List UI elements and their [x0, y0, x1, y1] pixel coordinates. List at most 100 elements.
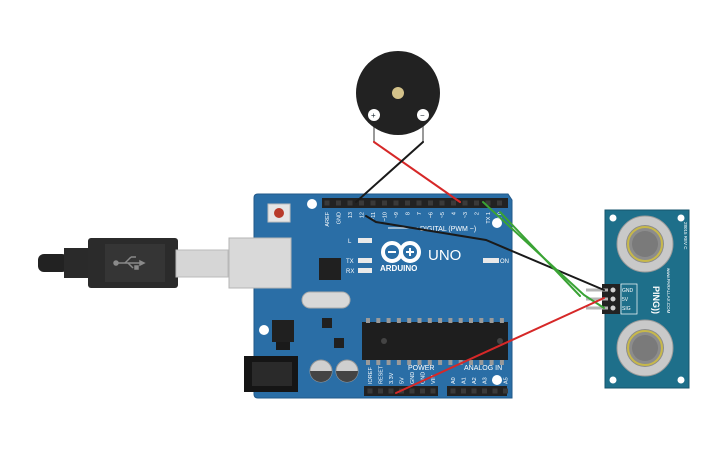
chip-leg — [417, 360, 422, 365]
chip-leg — [438, 318, 443, 323]
analog-header-holes — [450, 388, 508, 394]
wires — [355, 141, 605, 394]
header-pin-hole — [416, 200, 422, 206]
header-pin-hole — [462, 200, 468, 206]
chip-notch — [381, 338, 387, 344]
header-pin-hole — [450, 388, 456, 394]
buzzer-center — [392, 87, 404, 99]
chip-leg — [469, 360, 473, 365]
analog-header-label: ANALOG IN — [464, 365, 502, 372]
buzzer-minus-pad — [417, 109, 429, 121]
sensor-maker: www.PARALLAX.COM — [666, 268, 671, 314]
buzzer-plus-pad — [368, 109, 380, 121]
mounting-hole — [492, 218, 502, 228]
sensor-pins: GND 5V SIG — [586, 287, 634, 312]
wire-5v-red — [395, 297, 605, 394]
wire-buzzer-plus-red — [373, 141, 461, 203]
header-pin-hole — [393, 200, 399, 206]
sensor-pin-pad — [610, 296, 616, 302]
sensor-pin-label: GND — [622, 288, 634, 294]
usb-interface-chip — [319, 258, 341, 280]
usb-cable — [38, 238, 229, 288]
piezo-buzzer: + − — [356, 51, 440, 142]
chip-notch — [497, 338, 503, 344]
led-tx-label: TX — [346, 259, 354, 265]
header-pin-hole — [367, 388, 373, 394]
chip-leg — [366, 360, 370, 365]
chip-leg — [396, 360, 401, 365]
chip-leg — [427, 360, 432, 365]
transducer-bottom — [616, 319, 674, 377]
header-pin-hole — [324, 200, 330, 206]
header-pin-hole — [482, 388, 487, 394]
pin-label: A3 — [483, 377, 489, 384]
pin-label: 3.3V — [389, 372, 395, 384]
usb-plug-metal — [175, 249, 229, 278]
small-component — [334, 338, 344, 348]
pin-label: GND — [421, 372, 427, 384]
pin-label: GND — [410, 372, 416, 384]
header-pin-hole — [428, 200, 433, 206]
pin-label: A1 — [462, 377, 468, 384]
chip-leg — [469, 318, 473, 323]
chip-leg — [438, 360, 443, 365]
led-on — [483, 258, 499, 263]
board-brand: ARDUINO — [380, 264, 417, 273]
sensor-pin-label: 5V — [622, 297, 629, 303]
usb-cable-strain-relief — [38, 254, 68, 272]
sensor-mount-hole — [677, 376, 685, 384]
pin-label: 13 — [348, 212, 354, 218]
header-pin-hole — [439, 200, 445, 206]
pin-label: 7 — [417, 212, 423, 215]
pin-label: VIN — [431, 375, 437, 384]
sensor-pin — [586, 297, 608, 301]
sensor-mount-hole — [609, 214, 617, 222]
wire-gnd-black — [365, 215, 605, 291]
digital-header-holes — [324, 200, 502, 206]
header-pin-hole — [471, 388, 477, 394]
buzzer-minus-label: − — [420, 111, 425, 120]
wire-trig-green — [499, 211, 581, 297]
header-pin-hole — [497, 200, 502, 206]
mounting-hole — [492, 375, 502, 385]
board-model: UNO — [428, 247, 461, 264]
pin-label: ~3 — [463, 212, 469, 218]
chip-leg — [427, 318, 432, 323]
chip-leg — [499, 318, 504, 323]
pin-label: RESET — [379, 365, 385, 384]
pin-label: ~5 — [440, 212, 446, 218]
pin-label: A4 — [493, 377, 499, 384]
header-pin-hole — [461, 388, 466, 394]
header-pin-hole — [336, 200, 341, 206]
chip-leg — [448, 360, 453, 365]
header-pin-hole — [420, 388, 425, 394]
header-pin-hole — [359, 200, 364, 206]
chip-leg — [386, 360, 391, 365]
led-l-label: L — [348, 239, 352, 245]
header-pin-hole — [347, 200, 353, 206]
capacitor — [335, 359, 359, 383]
transducer-top — [616, 215, 674, 273]
chip-leg — [479, 318, 484, 323]
chip-leg — [407, 318, 412, 323]
sensor-pin-pad — [610, 305, 616, 311]
sensor-pin-label-box — [620, 283, 638, 315]
header-pin-hole — [503, 388, 508, 394]
header-pin-hole — [405, 200, 410, 206]
pin-label: AREF — [325, 211, 331, 226]
chip-leg — [448, 318, 453, 323]
header-pin-hole — [370, 200, 376, 206]
digital-header-label: DIGITAL (PWM ~) — [420, 226, 476, 233]
crystal-oscillator — [301, 291, 351, 309]
chip-leg — [489, 318, 494, 323]
sensor-pin-label: SIG — [622, 306, 631, 312]
header-pin-hole — [409, 388, 415, 394]
header-pin-hole — [485, 200, 491, 206]
pin-label: GND — [337, 212, 343, 224]
mounting-hole — [259, 325, 269, 335]
pin-label: TX 1 — [486, 212, 492, 224]
